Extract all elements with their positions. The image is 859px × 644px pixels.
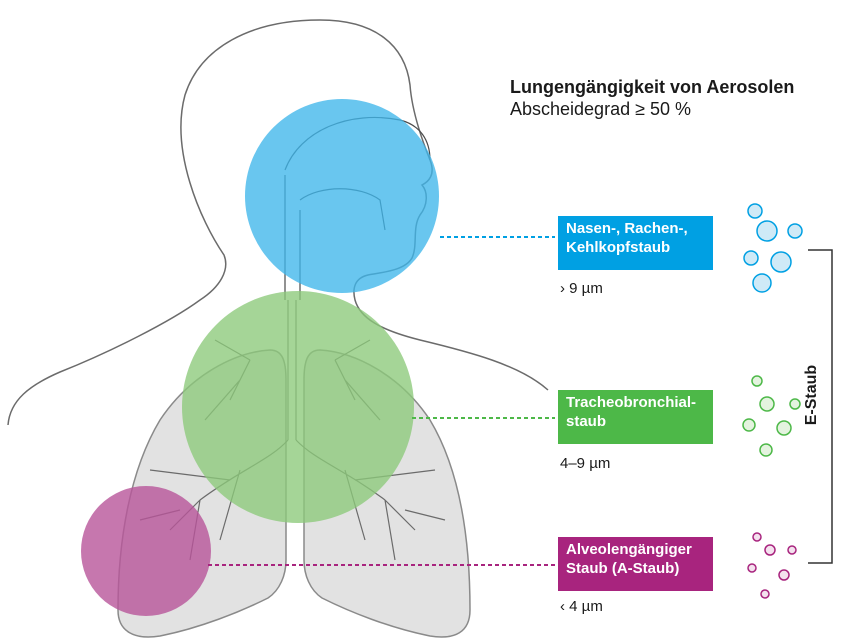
nasal-size: › 9 µm bbox=[560, 280, 603, 297]
alveolar-region-circle bbox=[81, 486, 211, 616]
tracheobronchial-label-line1: Tracheobronchial- bbox=[566, 393, 705, 412]
estaub-label: E-Staub bbox=[803, 335, 821, 455]
nasal-label: Nasen-, Rachen-, Kehlkopfstaub bbox=[558, 216, 713, 270]
alveolar-size: ‹ 4 µm bbox=[560, 598, 603, 615]
tracheobronchial-size: 4–9 µm bbox=[560, 455, 610, 472]
heading-subtitle: Abscheidegrad ≥ 50 % bbox=[510, 98, 794, 120]
alveolar-label: Alveolengängiger Staub (A-Staub) bbox=[558, 537, 713, 591]
nasal-label-line1: Nasen-, Rachen-, bbox=[566, 219, 705, 238]
particles-medium bbox=[743, 376, 800, 456]
alveolar-label-line2: Staub (A-Staub) bbox=[566, 559, 705, 578]
tracheobronchial-label: Tracheobronchial- staub bbox=[558, 390, 713, 444]
particles-small bbox=[748, 533, 796, 598]
nasal-region-circle bbox=[245, 99, 439, 293]
heading-title: Lungengängigkeit von Aerosolen bbox=[510, 76, 794, 98]
tracheobronchial-label-line2: staub bbox=[566, 412, 705, 431]
tracheobronchial-region-circle bbox=[182, 291, 414, 523]
diagram-heading: Lungengängigkeit von Aerosolen Abscheide… bbox=[510, 76, 794, 120]
particles-large bbox=[744, 204, 802, 292]
nasal-label-line2: Kehlkopfstaub bbox=[566, 238, 705, 257]
alveolar-label-line1: Alveolengängiger bbox=[566, 540, 705, 559]
